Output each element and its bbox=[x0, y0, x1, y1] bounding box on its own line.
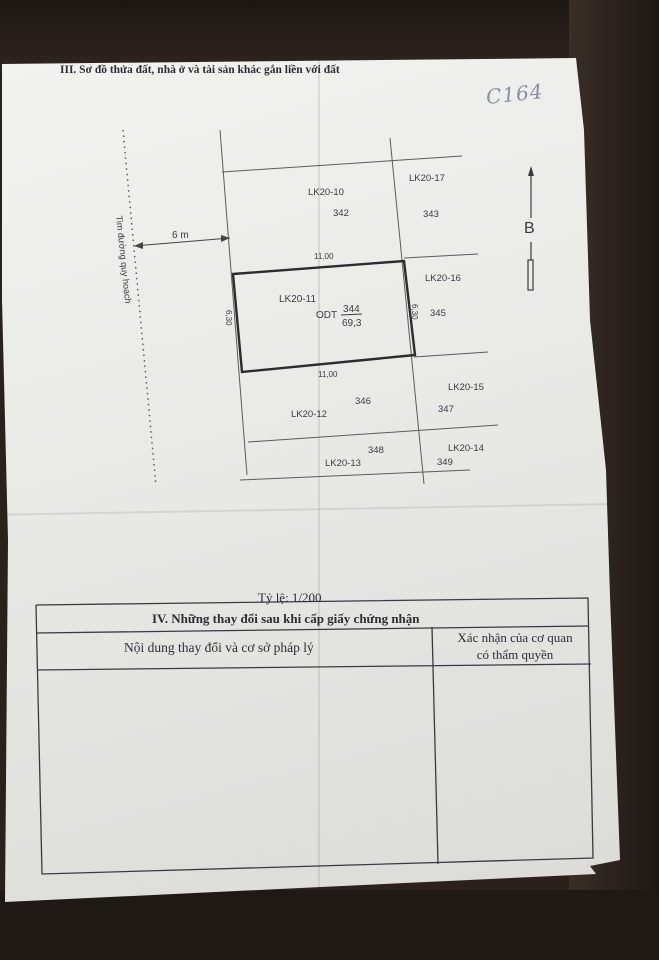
north-arrow-head bbox=[528, 166, 534, 176]
neighbor-block: LK20-12 bbox=[291, 409, 327, 420]
road-centerline bbox=[122, 129, 157, 487]
main-parcel-use-code: ODT bbox=[316, 310, 337, 321]
neighbor-block: LK20-15 bbox=[448, 382, 484, 393]
background-bottom bbox=[0, 890, 659, 960]
column-header-confirmation-line2: có thẩm quyền bbox=[476, 647, 554, 662]
neighbor-block: LK20-13 bbox=[325, 458, 361, 469]
neighbor-parcel-number: 345 bbox=[430, 308, 446, 319]
neighbor-block: LK20-16 bbox=[425, 273, 461, 284]
road-distance: 6 m bbox=[172, 230, 189, 241]
main-parcel-area: 69,3 bbox=[342, 318, 362, 329]
neighbor-parcel-number: 342 bbox=[333, 208, 349, 219]
column-header-confirmation-line1: Xác nhận của cơ quan bbox=[457, 630, 573, 645]
arrow-head-right bbox=[221, 235, 230, 242]
changes-table-title: IV. Những thay đổi sau khi cấp giấy chứn… bbox=[152, 611, 420, 626]
neighbor-parcel-number: 343 bbox=[423, 209, 439, 220]
arrow-head-left bbox=[134, 242, 143, 249]
column-header-content: Nội dung thay đổi và cơ sở pháp lý bbox=[124, 640, 314, 655]
neighbor-block: LK20-10 bbox=[308, 187, 344, 198]
neighbor-parcel-number: 347 bbox=[438, 404, 454, 415]
main-parcel-outline bbox=[231, 259, 417, 374]
parcel-boundaries bbox=[219, 129, 499, 485]
neighbor-block: LK20-14 bbox=[448, 443, 484, 454]
neighbor-block: LK20-17 bbox=[409, 173, 445, 184]
dimension-left: 6,30 bbox=[224, 310, 233, 326]
fraction-bar bbox=[340, 313, 363, 316]
section-title: III. Sơ đồ thửa đất, nhà ở và tài sản kh… bbox=[60, 64, 340, 76]
neighbor-parcel-number: 349 bbox=[437, 457, 453, 468]
north-arrow-label: B bbox=[524, 220, 535, 237]
dimension-top: 11,00 bbox=[314, 252, 334, 261]
road-distance-line bbox=[133, 237, 231, 247]
changes-table-grid bbox=[35, 597, 594, 875]
scale-label: Tỷ lệ: 1/200 bbox=[258, 590, 322, 605]
dimension-bottom: 11,00 bbox=[318, 370, 338, 379]
fold-crease bbox=[318, 60, 320, 900]
north-arrow-base bbox=[527, 259, 534, 291]
neighbor-parcel-number: 346 bbox=[355, 396, 371, 407]
road-label: Tim đường quy hoạch bbox=[114, 215, 133, 304]
main-parcel-number: 344 bbox=[343, 304, 360, 315]
column-header-confirmation: Xác nhận của cơ quan có thẩm quyền bbox=[440, 629, 590, 663]
neighbor-parcel-number: 348 bbox=[368, 445, 384, 456]
dimension-right: 6,30 bbox=[410, 304, 419, 320]
main-parcel-block: LK20-11 bbox=[279, 294, 317, 305]
